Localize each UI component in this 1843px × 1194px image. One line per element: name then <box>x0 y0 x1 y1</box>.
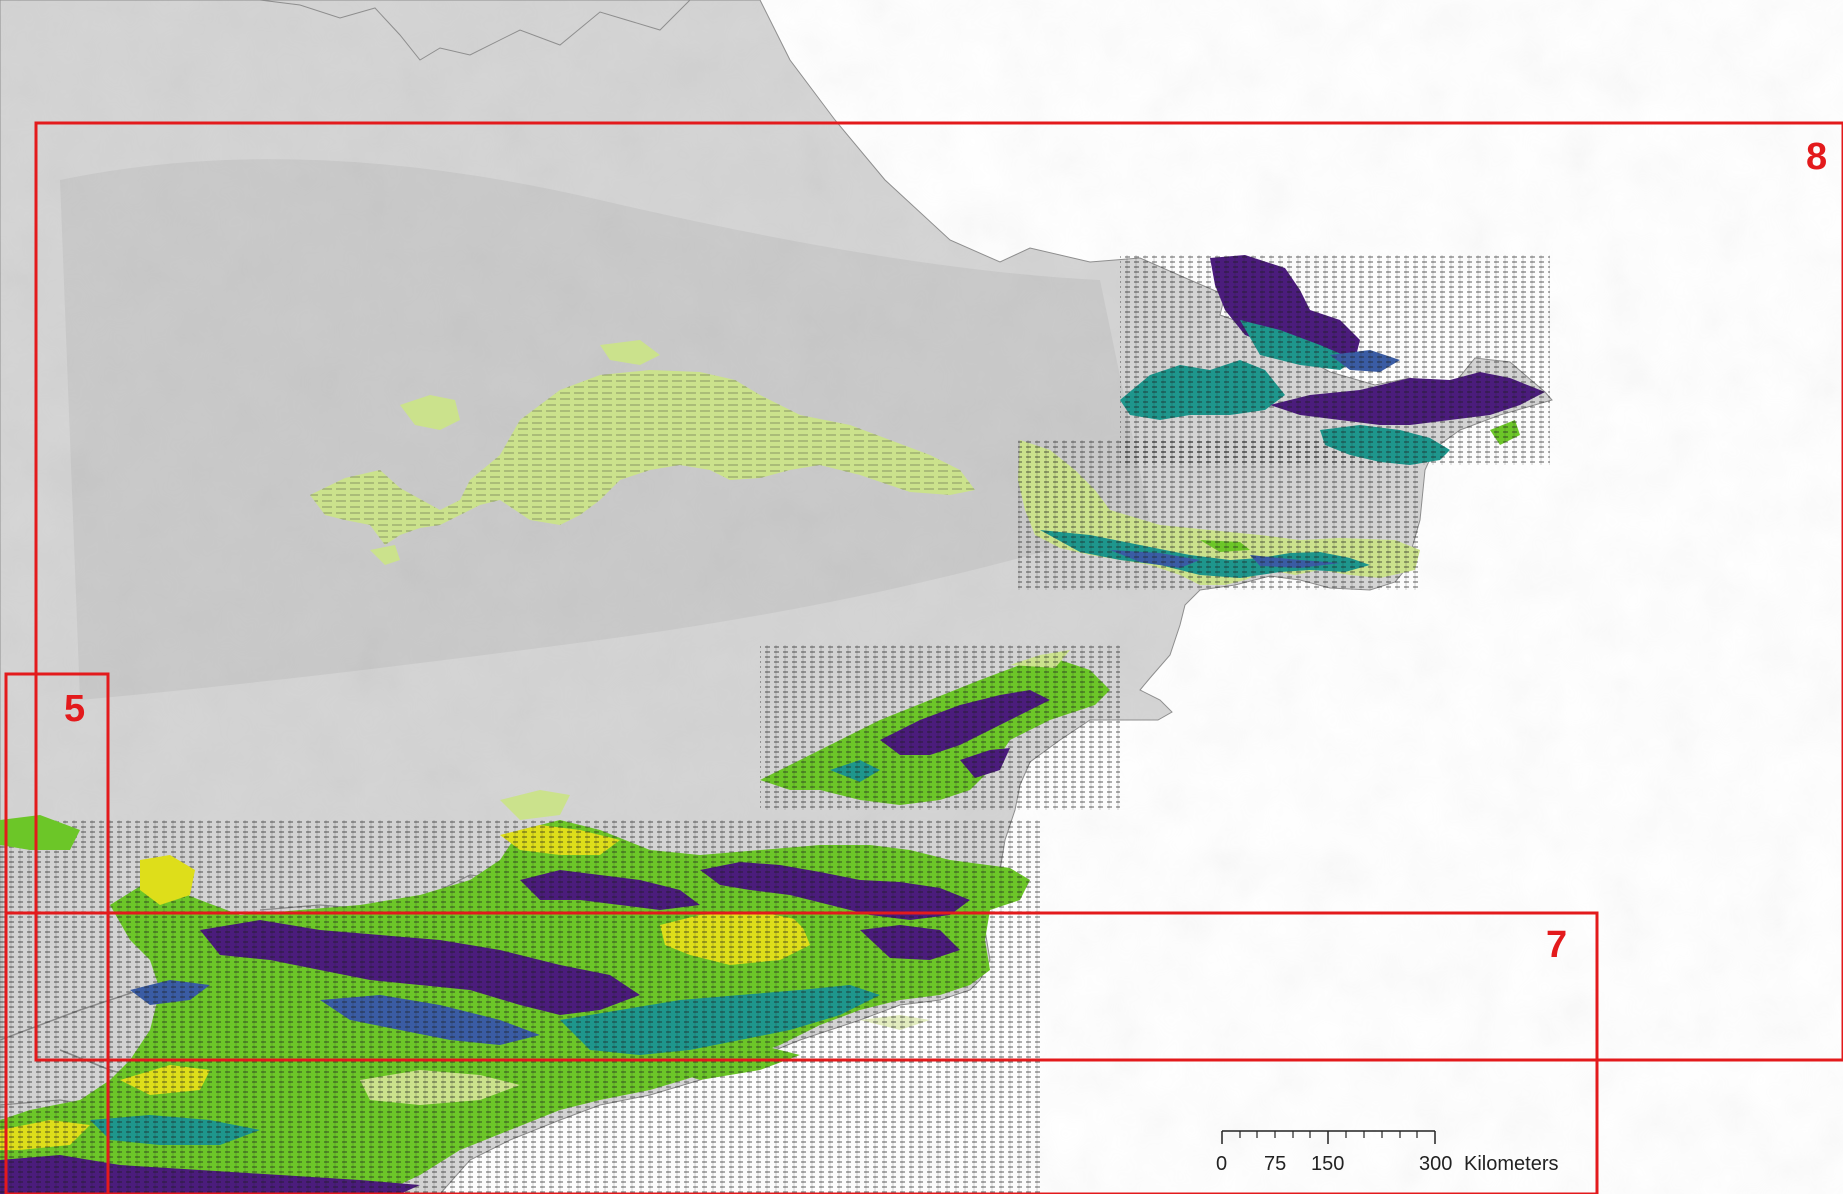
habitat-zone-west-coast <box>0 790 570 905</box>
habitat-zone-mid-belt <box>760 645 1120 810</box>
frame-8[interactable] <box>34 121 1843 1062</box>
study-frames <box>4 121 1843 1194</box>
scale-label-300: 300 <box>1419 1153 1453 1175</box>
scale-unit-label: Kilometers <box>1464 1153 1559 1175</box>
frame-label-5: 5 <box>64 688 86 730</box>
frame-label-8: 8 <box>1806 136 1828 178</box>
scale-label-0: 0 <box>1216 1153 1228 1175</box>
scale-label-75: 75 <box>1264 1153 1287 1175</box>
frame-label-7: 7 <box>1546 924 1568 966</box>
scale-bar <box>1221 1130 1436 1144</box>
scale-label-150: 150 <box>1311 1153 1345 1175</box>
habitat-zone-northeast <box>1120 255 1550 465</box>
frame-7[interactable] <box>4 911 1599 1194</box>
